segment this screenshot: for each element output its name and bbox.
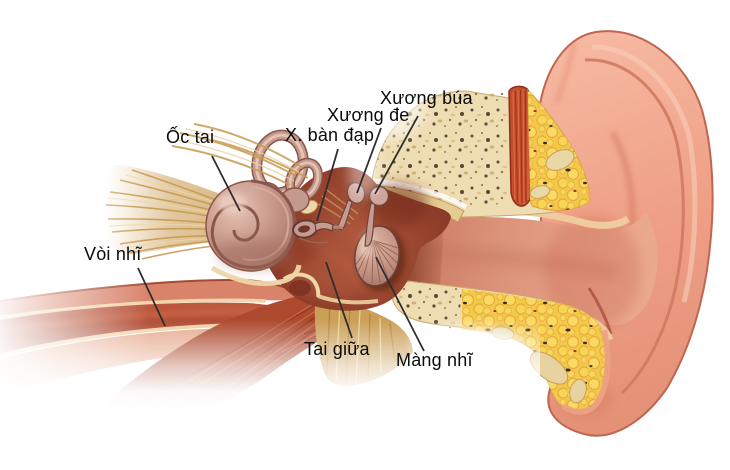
leader-line-stapes <box>316 148 339 222</box>
label-cochlea: Ốc tai <box>166 127 215 147</box>
label-malleus: Xương búa <box>380 88 473 108</box>
label-middle-ear: Tai giữa <box>304 339 370 359</box>
leader-line-cochlea <box>211 155 241 212</box>
temporal-bone-lower <box>390 278 611 415</box>
fade-overlays <box>0 80 540 470</box>
antitragus-fold <box>587 287 613 335</box>
ossicles <box>292 181 390 247</box>
leader-lines <box>137 115 425 352</box>
label-incus: Xương đe <box>327 105 410 125</box>
label-eardrum: Màng nhĩ <box>396 350 473 370</box>
leader-line-eardrum <box>375 256 425 352</box>
stapes-bone <box>292 219 334 239</box>
label-stapes: X. bàn đạp <box>285 125 375 145</box>
label-eustachian-tube: Vòi nhĩ <box>84 244 142 264</box>
leader-line-middle-ear <box>325 261 353 339</box>
leader-line-incus <box>356 127 382 194</box>
concha-shading <box>544 214 640 330</box>
leader-line-eustachian-tube <box>137 267 166 327</box>
leader-line-malleus <box>374 115 419 195</box>
malleus-bone <box>364 202 376 247</box>
cochlea-shape <box>171 123 359 272</box>
helix-ridge <box>584 58 685 395</box>
